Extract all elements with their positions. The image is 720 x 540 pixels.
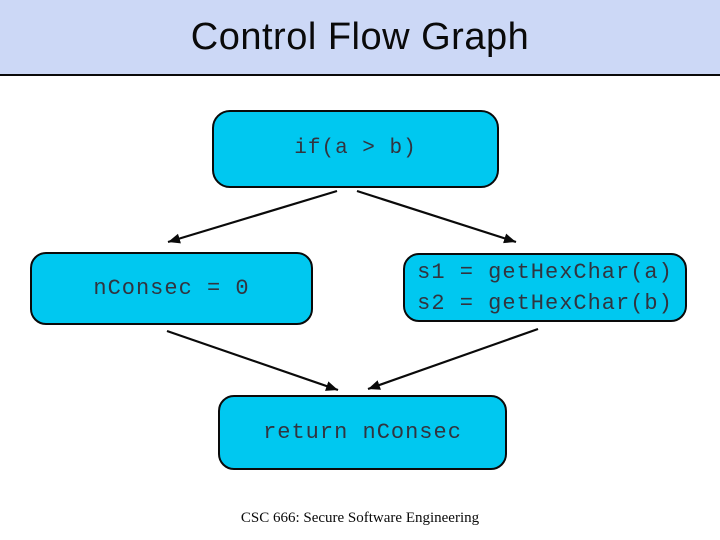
slide-footer: CSC 666: Secure Software Engineering bbox=[240, 510, 480, 526]
edge-nconsec-to-return-arrow bbox=[166, 329, 339, 392]
edge-if-to-nconsec-arrow bbox=[167, 189, 338, 244]
edge-hexchar-to-return-arrow bbox=[367, 327, 539, 391]
node-hexchar-line1: s1 = getHexChar(a) bbox=[417, 259, 673, 285]
node-gethexchar-assignments: s1 = getHexChar(a) s2 = getHexChar(b) bbox=[403, 253, 687, 322]
node-hexchar-line2: s2 = getHexChar(b) bbox=[417, 290, 673, 316]
node-if-condition: if(a > b) bbox=[212, 110, 499, 188]
edge-if-to-hexchar-arrow bbox=[356, 189, 517, 244]
title-bar: Control Flow Graph bbox=[0, 0, 720, 76]
slide-title: Control Flow Graph bbox=[190, 15, 530, 58]
node-if-label: if(a > b) bbox=[294, 137, 417, 160]
node-nconsec-assignment: nConsec = 0 bbox=[30, 252, 313, 325]
node-nconsec-label: nConsec = 0 bbox=[93, 275, 250, 301]
node-return-label: return nConsec bbox=[263, 419, 462, 445]
node-return-statement: return nConsec bbox=[218, 395, 507, 470]
